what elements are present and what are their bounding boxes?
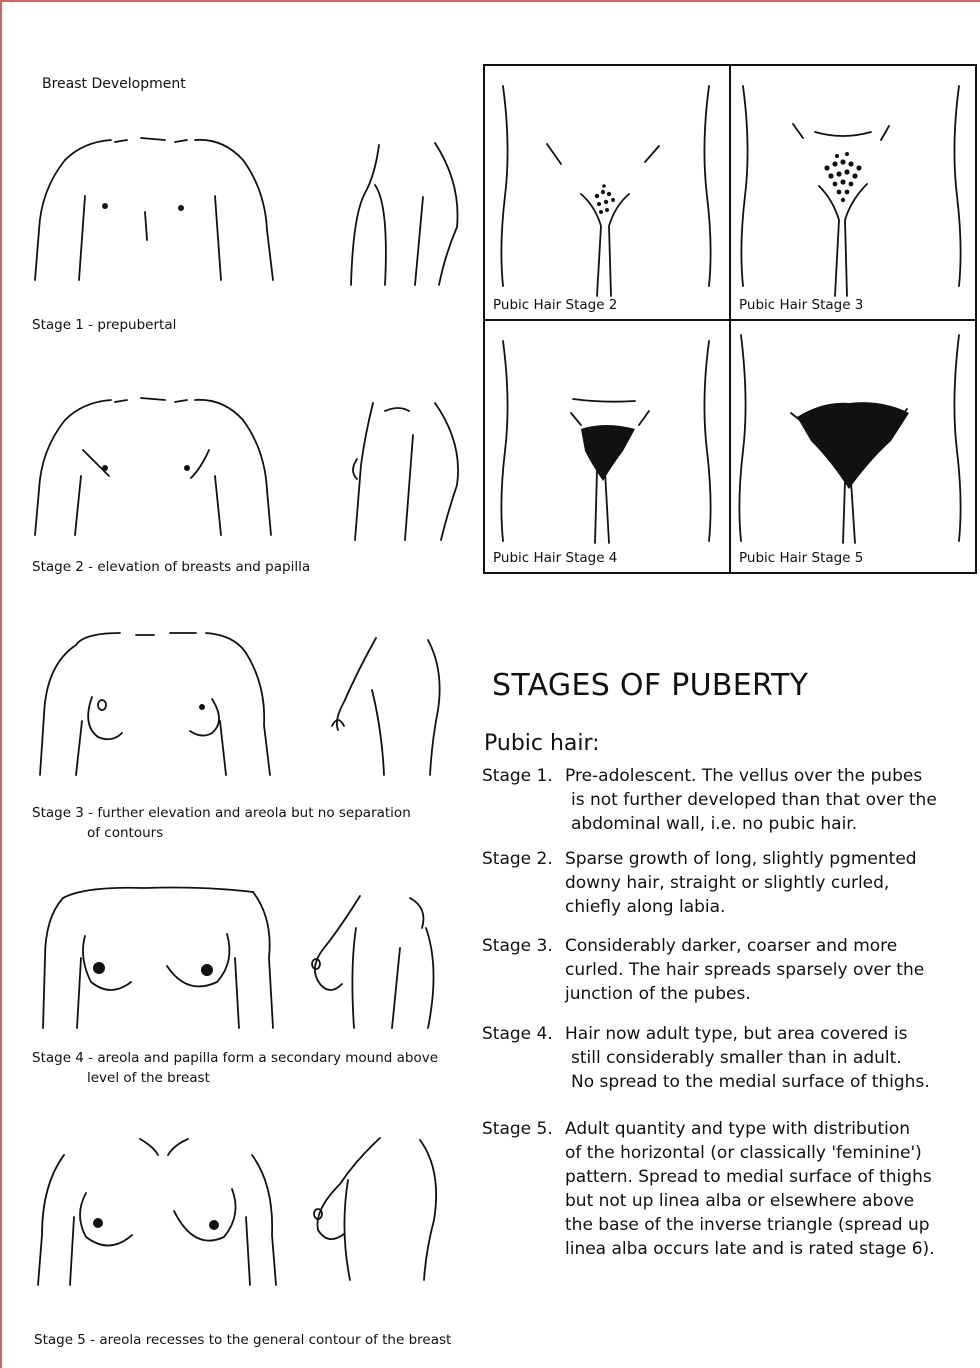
breast-stage-1-caption-line: Stage 1 - prepubertal xyxy=(32,317,176,333)
pubic-stage-5-line-4: but not up linea alba or elsewhere above xyxy=(565,1189,975,1213)
breast-stage-5-caption-line: Stage 5 - areola recesses to the general… xyxy=(34,1332,451,1348)
pubic-stage-2-desc-label: Stage 2. xyxy=(482,847,553,871)
pubic-stage-4-illustration xyxy=(485,321,729,572)
breast-stage-5-caption: Stage 5 - areola recesses to the general… xyxy=(34,1330,451,1350)
pubic-stage-4-cell: Pubic Hair Stage 4 xyxy=(485,321,729,572)
pubic-stage-3-line-2: curled. The hair spreads sparsely over t… xyxy=(565,958,975,982)
pubic-stage-4-desc-label: Stage 4. xyxy=(482,1022,553,1046)
pubic-stage-3-desc-label: Stage 3. xyxy=(482,934,553,958)
pubic-stage-5-line-5: the base of the inverse triangle (spread… xyxy=(565,1213,975,1237)
pubic-stage-5-illustration xyxy=(731,321,975,572)
breast-stage-3-side-figure xyxy=(318,630,468,785)
breast-stage-3-caption-line-1: Stage 3 - further elevation and areola b… xyxy=(32,805,411,821)
pubic-stage-3-illustration xyxy=(731,66,975,319)
page-border-top xyxy=(0,0,980,2)
pubic-stage-1-label: Stage 1. xyxy=(482,764,553,788)
breast-stage-1-caption: Stage 1 - prepubertal xyxy=(32,315,176,335)
pubic-stage-3-cell: Pubic Hair Stage 3 xyxy=(731,66,975,319)
breast-stage-2-caption: Stage 2 - elevation of breasts and papil… xyxy=(32,557,310,577)
pubic-stage-1-line-2: is not further developed than that over … xyxy=(565,788,975,812)
breast-stage-1-front-figure xyxy=(25,120,285,300)
breast-stage-5-front-figure xyxy=(28,1125,288,1295)
pubic-stage-5-line-1: Adult quantity and type with distributio… xyxy=(565,1117,975,1141)
breast-stage-3-caption-line-2: of contours xyxy=(32,823,411,843)
breast-stage-3-front-figure xyxy=(30,625,280,785)
pubic-stage-5-line-3: pattern. Spread to medial surface of thi… xyxy=(565,1165,975,1189)
pubic-stage-1-line-1: Pre-adolescent. The vellus over the pube… xyxy=(565,764,975,788)
pubic-stage-4-hair xyxy=(581,425,635,481)
pubic-stage-1-text: Pre-adolescent. The vellus over the pube… xyxy=(565,764,975,836)
pubic-stage-3-line-3: junction of the pubes. xyxy=(565,982,975,1006)
breast-stage-4-caption-line-1: Stage 4 - areola and papilla form a seco… xyxy=(32,1050,438,1066)
breast-stage-4-caption: Stage 4 - areola and papilla form a seco… xyxy=(32,1048,438,1088)
pubic-stage-2-line-1: Sparse growth of long, slightly pgmented xyxy=(565,847,975,871)
pubic-stage-2-text: Sparse growth of long, slightly pgmented… xyxy=(565,847,975,919)
pubic-stage-3-label: Pubic Hair Stage 3 xyxy=(737,297,865,313)
pubic-stage-4-line-2: still considerably smaller than in adult… xyxy=(565,1046,975,1070)
breast-stage-4-side-figure xyxy=(300,888,470,1038)
pubic-stage-4-text: Hair now adult type, but area covered is… xyxy=(565,1022,975,1094)
pubic-stage-3-text: Considerably darker, coarser and more cu… xyxy=(565,934,975,1006)
breast-stage-4-front-figure xyxy=(35,878,285,1038)
pubic-stage-2-label: Pubic Hair Stage 2 xyxy=(491,297,619,313)
pubic-stage-2-line-2: downy hair, straight or slightly curled, xyxy=(565,871,975,895)
pubic-stage-4-line-3: No spread to the medial surface of thigh… xyxy=(565,1070,975,1094)
pubic-stage-5-cell: Pubic Hair Stage 5 xyxy=(731,321,975,572)
pubic-hair-subtitle: Pubic hair: xyxy=(484,731,600,756)
pubic-stage-1-line-3: abdominal wall, i.e. no pubic hair. xyxy=(565,812,975,836)
pubic-stage-5-line-6: linea alba occurs late and is rated stag… xyxy=(565,1237,975,1261)
breast-stage-2-front-figure xyxy=(25,380,285,550)
pubic-stage-2-hair xyxy=(595,184,615,214)
page-border-left xyxy=(0,0,2,1368)
pubic-stage-5-desc-label: Stage 5. xyxy=(482,1117,553,1141)
pubic-stage-5-hair xyxy=(797,402,909,489)
pubic-stage-4-label: Pubic Hair Stage 4 xyxy=(491,550,619,566)
stages-of-puberty-title: STAGES OF PUBERTY xyxy=(492,668,808,703)
breast-stage-2-caption-line: Stage 2 - elevation of breasts and papil… xyxy=(32,559,310,575)
pubic-stage-5-label: Pubic Hair Stage 5 xyxy=(737,550,865,566)
pubic-stage-3-hair xyxy=(824,152,861,202)
pubic-stage-2-line-3: chiefly along labia. xyxy=(565,895,975,919)
pubic-stage-3-line-1: Considerably darker, coarser and more xyxy=(565,934,975,958)
breast-stage-2-side-figure xyxy=(335,395,475,550)
breast-stage-3-caption: Stage 3 - further elevation and areola b… xyxy=(32,803,411,843)
pubic-stage-4-line-1: Hair now adult type, but area covered is xyxy=(565,1022,975,1046)
breast-stage-1-side-figure xyxy=(335,135,475,300)
pubic-hair-stage-grid: Pubic Hair Stage 2 Pubic Hair Stage xyxy=(483,64,977,574)
pubic-stage-2-illustration xyxy=(485,66,729,319)
breast-development-heading: Breast Development xyxy=(42,74,186,94)
pubic-stage-5-line-2: of the horizontal (or classically 'femin… xyxy=(565,1141,975,1165)
pubic-stage-5-text: Adult quantity and type with distributio… xyxy=(565,1117,975,1261)
breast-stage-5-side-figure xyxy=(300,1130,470,1290)
breast-stage-4-caption-line-2: level of the breast xyxy=(32,1068,438,1088)
pubic-stage-2-cell: Pubic Hair Stage 2 xyxy=(485,66,729,319)
